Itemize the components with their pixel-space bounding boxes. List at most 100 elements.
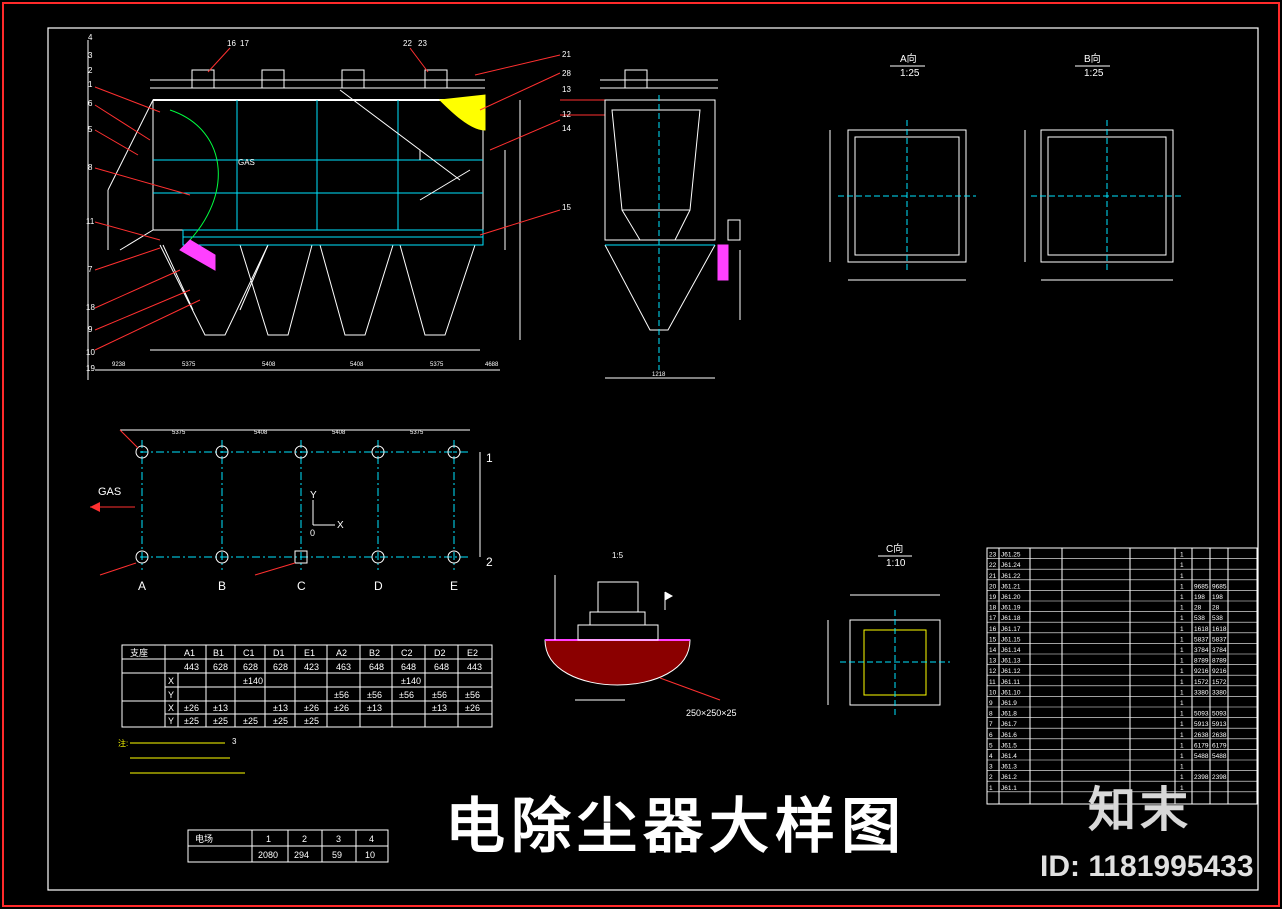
parts-row-code: J61.20 bbox=[1001, 594, 1021, 601]
parts-row-code: J61.12 bbox=[1001, 668, 1021, 675]
plan-col-a: A bbox=[138, 579, 146, 593]
parts-row-qty: 1 bbox=[1180, 742, 1184, 749]
parts-row-code: J61.15 bbox=[1001, 636, 1021, 643]
parts-row-qty: 1 bbox=[1180, 552, 1184, 559]
parts-row-weight-unit: 5093 bbox=[1194, 711, 1209, 718]
view-b: B向 1:25 bbox=[1024, 52, 1183, 281]
lt-dx-4: ±26 bbox=[304, 703, 319, 713]
parts-row-weight-unit: 8789 bbox=[1194, 658, 1209, 665]
plan-span-1: 5375 bbox=[172, 430, 186, 436]
small-table bbox=[187, 829, 389, 863]
support-detail: 1:5 250×250×25 bbox=[544, 551, 737, 718]
notes-prefix: 注: bbox=[118, 738, 128, 748]
parts-row-weight-unit: 5488 bbox=[1194, 753, 1209, 760]
lt-dy-0: ±25 bbox=[184, 716, 199, 726]
st-h1: 1 bbox=[266, 834, 271, 844]
parts-row-qty: 1 bbox=[1180, 658, 1184, 665]
parts-row-qty: 1 bbox=[1180, 573, 1184, 580]
callout-15: 15 bbox=[562, 203, 571, 212]
elevation-dim-3: 5408 bbox=[350, 362, 364, 368]
parts-row-weight-unit: 3784 bbox=[1194, 647, 1209, 654]
lt-dx-label: X bbox=[168, 703, 174, 713]
parts-row-weight-total: 9685 bbox=[1212, 583, 1227, 590]
parts-row-qty: 1 bbox=[1180, 732, 1184, 739]
parts-row-qty: 1 bbox=[1180, 689, 1184, 696]
parts-row-no: 19 bbox=[989, 594, 997, 601]
callout-16: 16 bbox=[227, 39, 236, 48]
parts-row-weight-unit: 5913 bbox=[1194, 721, 1209, 728]
st-v0: 2080 bbox=[258, 850, 278, 860]
load-table-text: 支座 A1 B1 C1 D1 E1 A2 B2 C2 D2 E2 443 628… bbox=[130, 647, 482, 726]
parts-row-weight-total: 538 bbox=[1212, 615, 1223, 622]
parts-row-qty: 1 bbox=[1180, 774, 1184, 781]
parts-row-weight-total: 1618 bbox=[1212, 626, 1227, 633]
parts-row-code: J61.2 bbox=[1001, 774, 1017, 781]
plan-col-b: B bbox=[218, 579, 226, 593]
callout-2: 2 bbox=[88, 66, 93, 75]
parts-row-no: 1 bbox=[989, 785, 993, 792]
view-b-label: B向 bbox=[1084, 52, 1101, 65]
watermark-id: ID: 1181995433 bbox=[1040, 850, 1254, 883]
parts-row-no: 22 bbox=[989, 562, 997, 569]
load-table bbox=[121, 644, 493, 728]
view-c-label: C向 bbox=[886, 542, 903, 555]
parts-row-weight-total: 5837 bbox=[1212, 636, 1227, 643]
parts-row-weight-unit: 538 bbox=[1194, 615, 1205, 622]
lt-y-9: ±56 bbox=[465, 690, 480, 700]
notes-ref-3: 3 bbox=[232, 737, 237, 746]
parts-row-weight-total: 5093 bbox=[1212, 711, 1227, 718]
lt-load-4: 423 bbox=[304, 662, 319, 672]
callout-19: 19 bbox=[86, 364, 95, 373]
elevation-gas-label: GAS bbox=[238, 158, 255, 167]
callout-8-left: 8 bbox=[88, 163, 93, 172]
parts-row-no: 13 bbox=[989, 658, 997, 665]
parts-row-code: J61.17 bbox=[1001, 626, 1021, 633]
lt-load-5: 463 bbox=[336, 662, 351, 672]
elevation-dim-2: 5408 bbox=[262, 362, 276, 368]
elevation-dim-1: 5375 bbox=[182, 362, 196, 368]
st-v1: 294 bbox=[294, 850, 309, 860]
parts-row-weight-total: 198 bbox=[1212, 594, 1223, 601]
st-h4: 4 bbox=[369, 834, 374, 844]
parts-row-code: J61.7 bbox=[1001, 721, 1017, 728]
lt-dx-3: ±13 bbox=[273, 703, 288, 713]
parts-row-no: 2 bbox=[989, 774, 993, 781]
plan-col-d: D bbox=[374, 579, 383, 593]
lt-x-7: ±140 bbox=[401, 676, 421, 686]
parts-row-code: J61.1 bbox=[1001, 785, 1017, 792]
view-c-scale: 1:10 bbox=[886, 558, 906, 569]
callout-1: 1 bbox=[88, 80, 93, 89]
parts-row-code: J61.18 bbox=[1001, 615, 1021, 622]
lt-load-8: 648 bbox=[434, 662, 449, 672]
plan-span-4: 5375 bbox=[410, 430, 424, 436]
view-c: C向 1:10 bbox=[827, 542, 950, 715]
lt-dx-8: ±13 bbox=[432, 703, 447, 713]
parts-row-weight-unit: 28 bbox=[1194, 605, 1202, 612]
small-table-text: 电场 1 2 3 4 2080 294 59 10 bbox=[195, 833, 375, 860]
lt-load-6: 648 bbox=[369, 662, 384, 672]
lt-y-label: Y bbox=[168, 690, 174, 700]
parts-row-weight-unit: 5837 bbox=[1194, 636, 1209, 643]
parts-row-weight-total: 3784 bbox=[1212, 647, 1227, 654]
lt-dx-5: ±26 bbox=[334, 703, 349, 713]
plan-origin: 0 bbox=[310, 528, 315, 538]
parts-row-weight-total: 2638 bbox=[1212, 732, 1227, 739]
callout-4: 4 bbox=[88, 33, 93, 42]
detail-plate-size: 250×250×25 bbox=[686, 708, 737, 718]
lt-dy-2: ±25 bbox=[243, 716, 258, 726]
lt-y-8: ±56 bbox=[432, 690, 447, 700]
parts-row-no: 12 bbox=[989, 668, 997, 675]
lt-dx-9: ±26 bbox=[465, 703, 480, 713]
plan-row-2: 2 bbox=[486, 555, 493, 569]
callout-11: 11 bbox=[86, 217, 95, 226]
callout-3: 3 bbox=[88, 51, 93, 60]
parts-row-qty: 1 bbox=[1180, 785, 1184, 792]
notes: 注: 3 bbox=[118, 737, 245, 774]
callout-14: 14 bbox=[562, 124, 571, 133]
lt-dx-6: ±13 bbox=[367, 703, 382, 713]
callout-6: 6 bbox=[88, 99, 93, 108]
lt-dy-1: ±25 bbox=[213, 716, 228, 726]
lt-load-1: 628 bbox=[213, 662, 228, 672]
lt-h0: 支座 bbox=[130, 647, 148, 658]
plan-row-1: 1 bbox=[486, 451, 493, 465]
